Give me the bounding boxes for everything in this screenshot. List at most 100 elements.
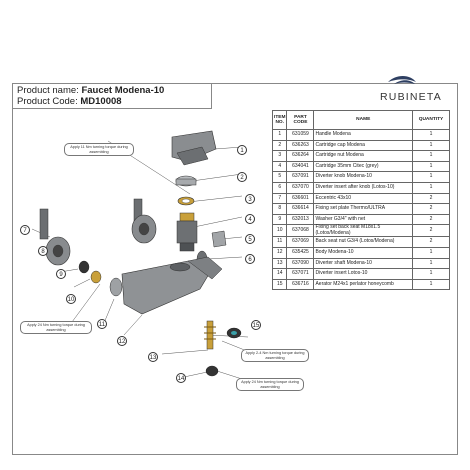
callout-12: 12 — [117, 336, 127, 346]
item-no-cell: 4 — [271, 160, 288, 173]
header-name: NAME — [313, 110, 413, 130]
name-cell: Fixing set back seat M18x1.5 (Lotos/Mode… — [313, 224, 413, 238]
torque-note-d: Apply 24 Nm turning torque during assemb… — [236, 378, 304, 391]
diverter-shaft-part — [204, 320, 216, 350]
part-code-cell: 636716 — [286, 278, 315, 291]
name-cell: Diverter insert Lotos-10 — [313, 268, 413, 280]
quantity-cell: 1 — [412, 171, 450, 183]
part-code-cell: 637068 — [286, 224, 315, 238]
callout-10: 10 — [66, 294, 76, 304]
callout-8: 8 — [38, 246, 48, 256]
header-quantity: QUANTITY — [412, 110, 450, 130]
callout-5: 5 — [245, 234, 255, 244]
part-code-cell: 636263 — [286, 139, 315, 152]
quantity-cell: 1 — [412, 139, 450, 152]
part-code-cell: 636264 — [286, 150, 315, 162]
torque-note-c: Apply 2-4 Nm turning torque during assem… — [241, 349, 309, 362]
item-no-cell: 5 — [271, 171, 288, 183]
quantity-cell: 1 — [412, 181, 450, 194]
exploded-view-drawing — [31, 130, 253, 380]
callout-11: 11 — [97, 319, 107, 329]
callout-2: 2 — [237, 172, 247, 182]
part-code-cell: 637091 — [286, 171, 315, 183]
callout-6: 6 — [245, 254, 255, 264]
name-cell: Diverter insert after knob (Lotos-10) — [313, 181, 413, 194]
product-name-line: Product name: Faucet Modena-10 — [17, 85, 164, 96]
part-code-cell: 636601 — [286, 192, 315, 205]
item-no-cell: 13 — [271, 257, 288, 270]
callout-7: 7 — [20, 225, 30, 235]
item-no-cell: 1 — [271, 129, 288, 141]
part-code-cell: 634041 — [286, 160, 315, 173]
part-code-cell: 637070 — [286, 181, 315, 194]
back-seat-part — [90, 270, 102, 284]
item-no-cell: 7 — [271, 192, 288, 205]
product-name-label: Product name: — [17, 85, 79, 96]
part-code-cell: 637090 — [286, 257, 315, 270]
name-cell: Washer G3/4" with net — [313, 213, 413, 226]
part-code-cell: 636614 — [286, 203, 315, 215]
name-cell: Handle Modena — [313, 129, 413, 141]
callout-4: 4 — [245, 214, 255, 224]
quantity-cell: 1 — [412, 129, 450, 141]
cartridge-part — [176, 212, 198, 252]
handle-part — [171, 130, 217, 166]
name-cell: Back seat nut G3/4 (Lotos/Modena) — [313, 236, 413, 248]
product-code-line: Product Code: MD10008 — [17, 96, 122, 107]
product-code: MD10008 — [80, 96, 122, 107]
title-block: Product name: Faucet Modena-10 Product C… — [12, 83, 212, 109]
item-no-cell: 8 — [271, 203, 288, 215]
header-item-no: ITEM NO. — [271, 110, 288, 130]
name-cell: Aerator M24x1 perlator honeycomb — [313, 278, 413, 291]
item-no-cell: 3 — [271, 150, 288, 162]
part-code-cell: 631059 — [286, 129, 315, 141]
callout-13: 13 — [148, 352, 158, 362]
torque-note-b: Apply 24 Nm turning torque during assemb… — [20, 321, 92, 334]
callout-15: 15 — [251, 320, 261, 330]
part-code-cell: 637069 — [286, 236, 315, 248]
part-code-cell: 635425 — [286, 246, 315, 259]
quantity-cell: 2 — [412, 192, 450, 205]
part-code-cell: 632013 — [286, 213, 315, 226]
item-no-cell: 6 — [271, 181, 288, 194]
item-no-cell: 12 — [271, 246, 288, 259]
name-cell: Body Modena-10 — [313, 246, 413, 259]
item-no-cell: 2 — [271, 139, 288, 152]
quantity-cell: 1 — [412, 268, 450, 280]
table-header-row: ITEM NO. PART CODE NAME QUANTITY — [271, 110, 450, 130]
item-no-cell: 11 — [271, 236, 288, 248]
callout-14: 14 — [176, 373, 186, 383]
brand-name: RUBINETA — [380, 91, 442, 103]
body-part — [121, 256, 223, 315]
quantity-cell: 1 — [412, 278, 450, 291]
product-name: Faucet Modena-10 — [81, 85, 165, 96]
callout-9: 9 — [56, 269, 66, 279]
quantity-cell: 1 — [412, 150, 450, 162]
item-no-cell: 9 — [271, 213, 288, 226]
header-part-code: PART CODE — [286, 110, 315, 130]
callout-1: 1 — [237, 145, 247, 155]
name-cell: Eccentric 43x10 — [313, 192, 413, 205]
name-cell: Diverter knob Modena-10 — [313, 171, 413, 183]
diverter-insert-lower-part — [205, 365, 219, 377]
washer-part — [78, 260, 90, 274]
rubineta-logo-icon — [388, 76, 416, 84]
item-no-cell: 10 — [271, 224, 288, 238]
part-code-cell: 637071 — [286, 268, 315, 280]
name-cell: Diverter shaft Modena-10 — [313, 257, 413, 270]
quantity-cell: 1 — [412, 160, 450, 173]
quantity-cell: 2 — [412, 224, 450, 238]
